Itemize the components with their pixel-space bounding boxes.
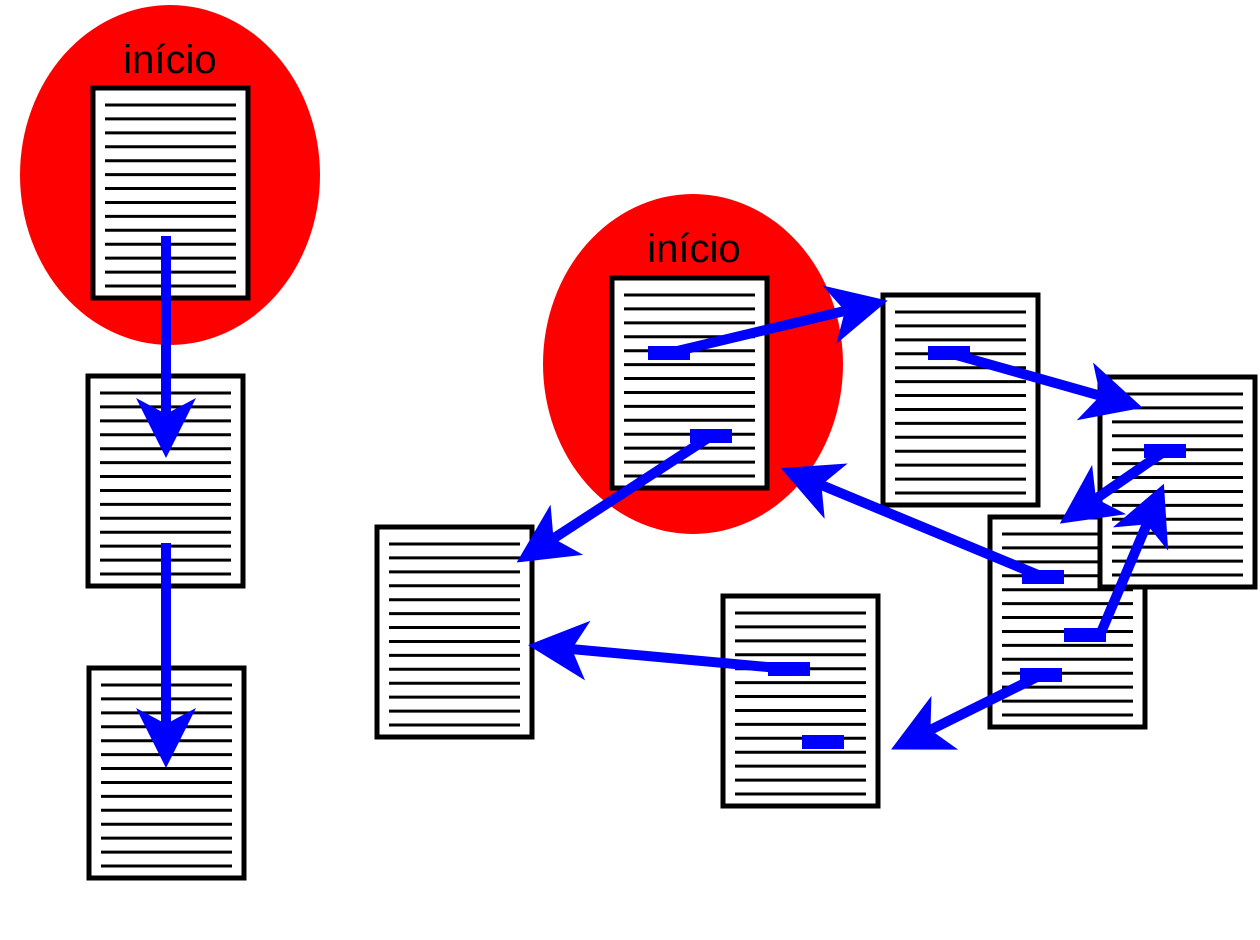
- start-label: início: [647, 227, 740, 271]
- start-label: início: [123, 38, 216, 82]
- page-document: [720, 593, 881, 809]
- link-anchor: [1064, 628, 1106, 642]
- page-document: [880, 292, 1041, 508]
- link-arrow: [528, 620, 790, 681]
- link-arrow: [667, 285, 888, 358]
- page-document: [609, 275, 770, 491]
- page-frame: [880, 292, 1041, 508]
- link-arrow: [780, 463, 1045, 582]
- link-arrow: [947, 348, 1143, 421]
- page-document: [90, 85, 251, 301]
- link-anchor: [802, 735, 844, 749]
- linear-diagram: início: [20, 5, 320, 881]
- page-document: [374, 524, 535, 740]
- page-frame: [90, 85, 251, 301]
- page-frame: [609, 275, 770, 491]
- link-arrow: [891, 670, 1044, 750]
- link-arrow: [516, 431, 714, 563]
- page-frame: [720, 593, 881, 809]
- hypertext-diagram: início: [374, 194, 1258, 809]
- link-arrow: [1095, 483, 1169, 637]
